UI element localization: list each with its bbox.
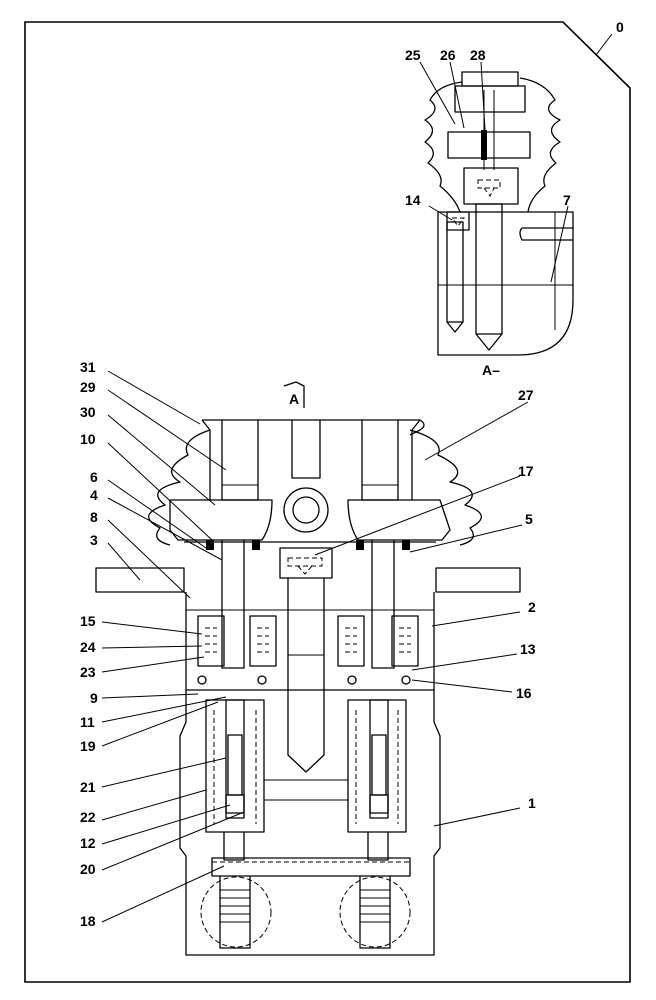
callout-14: 14 xyxy=(405,192,421,208)
callout-13: 13 xyxy=(520,641,536,657)
callout-29: 29 xyxy=(80,379,96,395)
detail-view-a xyxy=(424,71,574,356)
callout-6: 6 xyxy=(90,469,98,485)
drawing-frame xyxy=(24,21,631,983)
callout-1: 1 xyxy=(528,795,536,811)
main-section-view xyxy=(95,381,521,956)
callout-5: 5 xyxy=(525,511,533,527)
callout-30: 30 xyxy=(80,404,96,420)
assembly-number: 0 xyxy=(616,19,624,35)
callout-17: 17 xyxy=(518,463,534,479)
callout-3: 3 xyxy=(90,532,98,548)
callout-15: 15 xyxy=(80,613,96,629)
part-callouts: 25 26 28 14 7 31 29 30 10 6 4 8 3 27 17 … xyxy=(80,47,571,929)
callout-28: 28 xyxy=(470,47,486,63)
callout-27: 27 xyxy=(518,387,534,403)
callout-8: 8 xyxy=(90,509,98,525)
callout-26: 26 xyxy=(440,47,456,63)
callout-20: 20 xyxy=(80,861,96,877)
callout-9: 9 xyxy=(90,690,98,706)
callout-25: 25 xyxy=(405,47,421,63)
section-cut-label: A xyxy=(289,391,299,407)
callout-23: 23 xyxy=(80,664,96,680)
assembly-leader xyxy=(595,33,613,56)
callout-31: 31 xyxy=(80,359,96,375)
callout-16: 16 xyxy=(516,685,532,701)
callout-11: 11 xyxy=(80,714,95,730)
callout-10: 10 xyxy=(80,431,96,447)
callout-4: 4 xyxy=(90,487,98,503)
callout-7: 7 xyxy=(563,192,571,208)
detail-view-label: A– xyxy=(482,362,500,378)
callout-2: 2 xyxy=(528,599,536,615)
callout-22: 22 xyxy=(80,809,96,825)
callout-12: 12 xyxy=(80,835,96,851)
callout-24: 24 xyxy=(80,639,96,655)
callout-19: 19 xyxy=(80,738,96,754)
callout-21: 21 xyxy=(80,779,96,795)
callout-18: 18 xyxy=(80,913,96,929)
